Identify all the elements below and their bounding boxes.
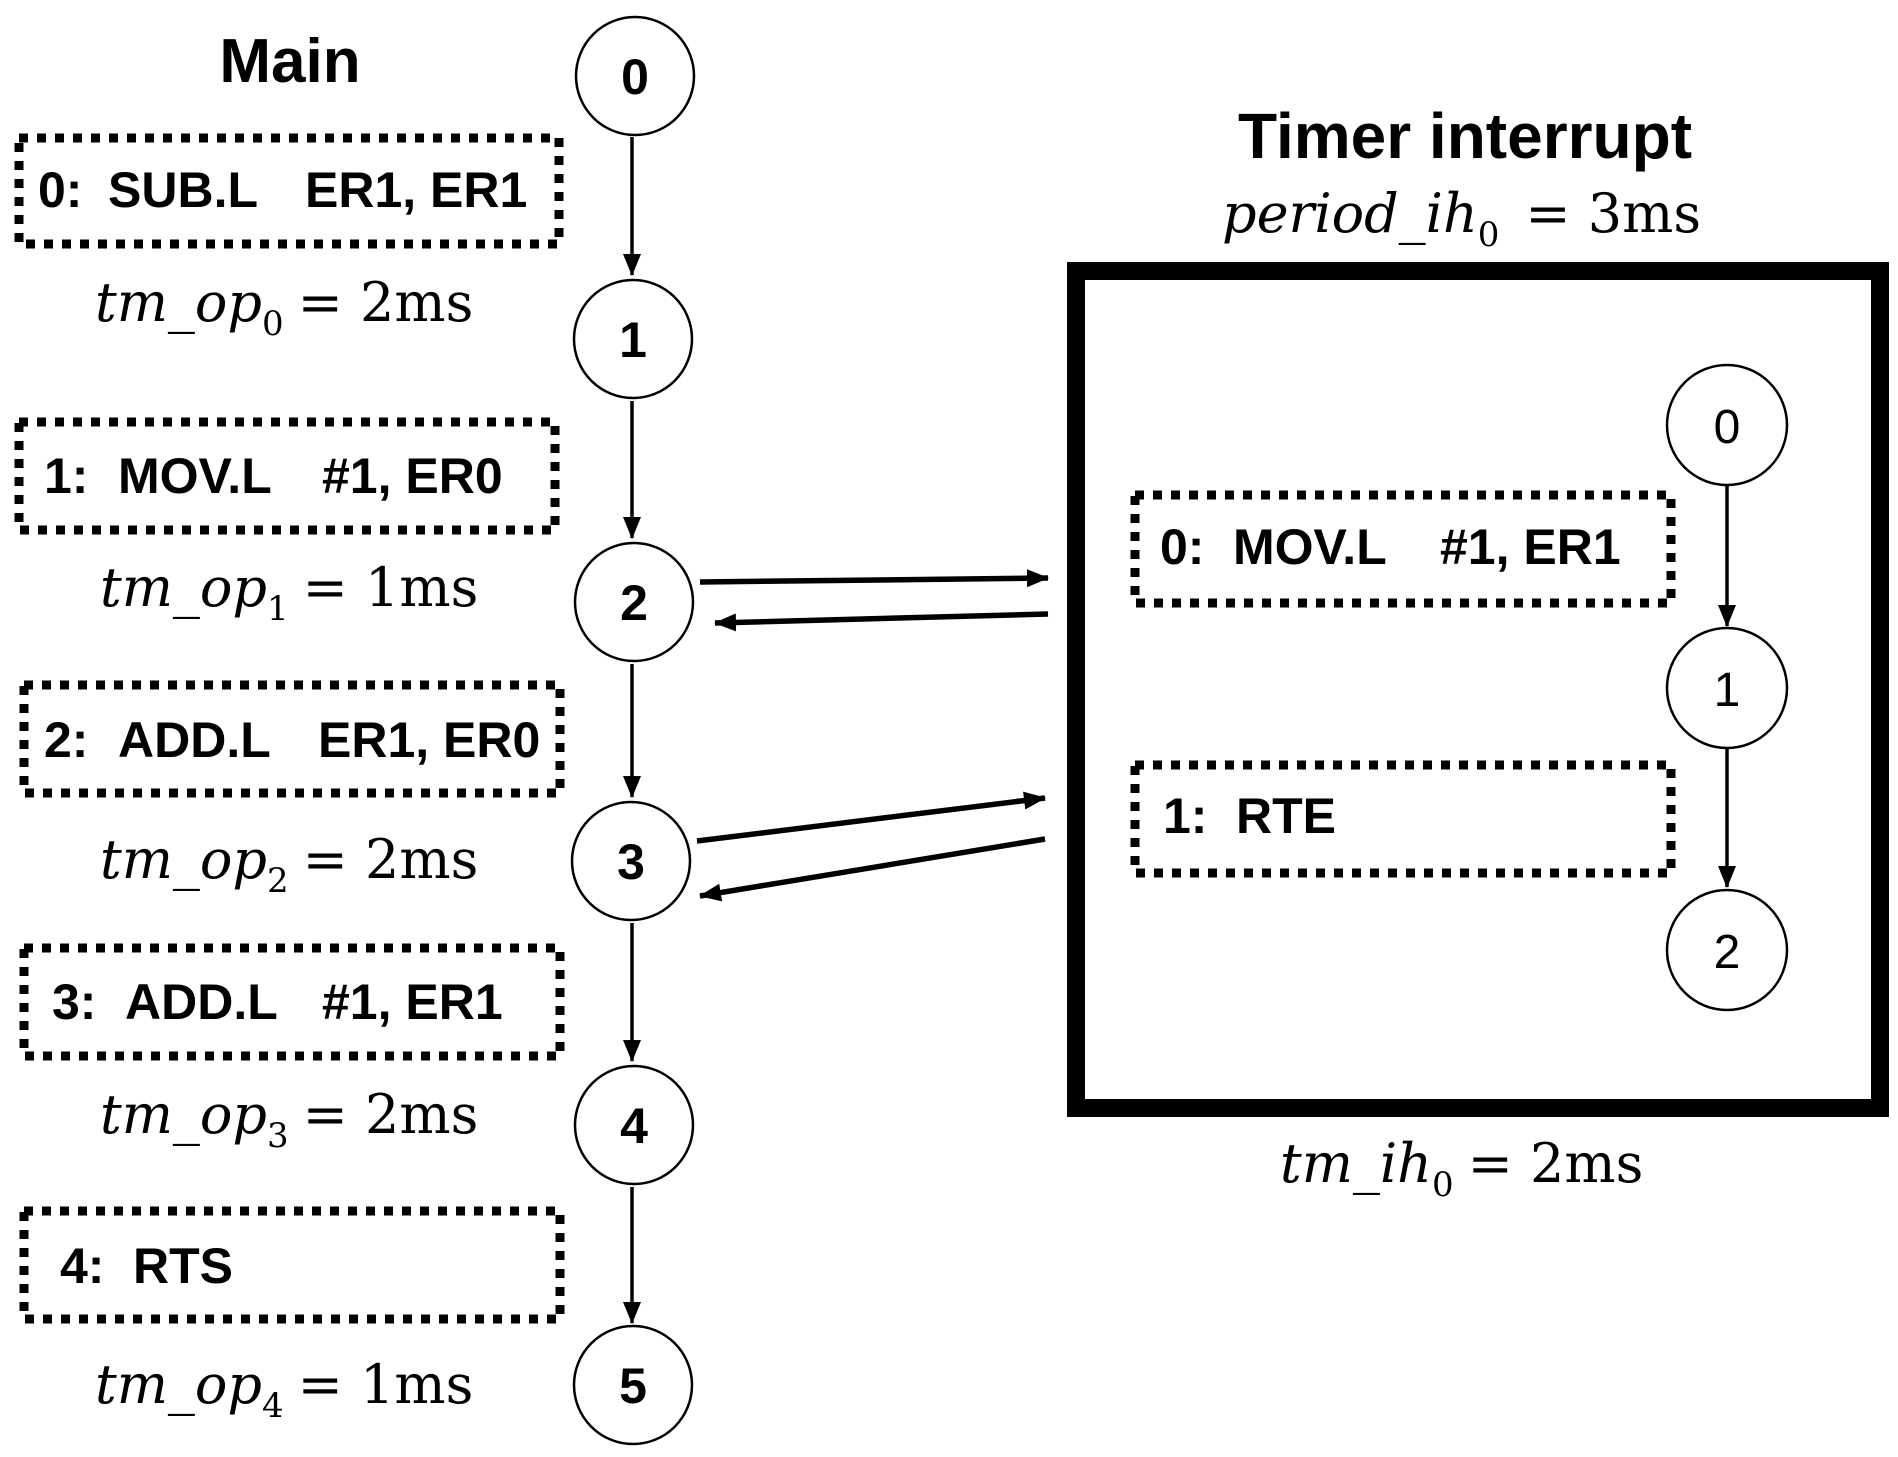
timing-value: = 2ms — [303, 1083, 479, 1146]
main-timing-0: tm_op0 = 2ms — [95, 271, 473, 344]
instruction-index: 2: — [44, 712, 88, 768]
svg-text:tm_op4= 1ms: tm_op4 = 1ms — [95, 1353, 473, 1426]
timing-subscript: 2 — [267, 861, 289, 901]
instruction-opcode: MOV.L — [1233, 519, 1386, 575]
instruction-index: 4: — [60, 1238, 104, 1294]
timing-subscript: 0 — [262, 304, 284, 344]
instruction-index: 3: — [52, 974, 96, 1030]
main-node-3-label: 3 — [617, 834, 645, 890]
main-title: Main — [219, 27, 360, 96]
instruction-opcode: ADD.L — [125, 974, 277, 1030]
instruction-opcode: ADD.L — [118, 712, 270, 768]
timing-value: = 2ms — [298, 271, 474, 334]
svg-text:1: MOV.L #1, ER0: 1: MOV.L #1, ER0 — [44, 448, 503, 504]
main-timing-4: tm_op4 = 1ms — [95, 1353, 473, 1426]
svg-text:period_ih0= 3ms: period_ih0 = 3ms — [1222, 182, 1701, 255]
interrupt-call-arrow-2 — [699, 569, 1049, 588]
main-node-0: 0 — [574, 15, 696, 137]
svg-text:tm_op3= 2ms: tm_op3 = 2ms — [100, 1083, 478, 1156]
timing-name: tm_ih — [1280, 1132, 1432, 1195]
timing-subscript: 0 — [1432, 1165, 1454, 1205]
instruction-index: 0: — [38, 162, 82, 218]
main-node-1-label: 1 — [619, 312, 647, 368]
timing-subscript: 4 — [262, 1386, 284, 1426]
timing-name: tm_op — [95, 271, 262, 334]
instruction-index: 1: — [1163, 788, 1207, 844]
svg-text:tm_op2= 2ms: tm_op2 = 2ms — [100, 828, 478, 901]
main-node-5-label: 5 — [619, 1358, 647, 1414]
main-timing-1: tm_op1 = 1ms — [100, 556, 478, 629]
instruction-index: 1: — [44, 448, 88, 504]
main-instruction-1: 1: MOV.L #1, ER0 — [14, 417, 560, 535]
svg-text:0: SUB.L ER1, ER1: 0: SUB.L ER1, ER1 — [38, 162, 527, 218]
interrupt-call-arrow-3 — [696, 791, 1046, 844]
svg-text:tm_op1= 1ms: tm_op1 = 1ms — [100, 556, 478, 629]
interrupt-arrows — [696, 569, 1049, 902]
interrupt-node-1-label: 1 — [1714, 664, 1741, 717]
instruction-operands: ER1, ER1 — [305, 162, 527, 218]
svg-text:tm_op0= 2ms: tm_op0 = 2ms — [95, 271, 473, 344]
svg-text:3: ADD.L #1, ER1: 3: ADD.L #1, ER1 — [52, 974, 503, 1030]
main-node-2-label: 2 — [620, 575, 648, 631]
interrupt-timing: tm_ih0 = 2ms — [1280, 1132, 1643, 1205]
period-value: = 3ms — [1525, 182, 1701, 245]
instruction-index: 0: — [1160, 519, 1204, 575]
timing-subscript: 1 — [267, 589, 289, 629]
instruction-operands: ER1, ER0 — [318, 712, 540, 768]
timing-value: = 2ms — [1468, 1132, 1644, 1195]
instruction-opcode: RTE — [1236, 788, 1336, 844]
timing-name: tm_op — [100, 828, 267, 891]
instruction-operands: #1, ER0 — [322, 448, 503, 504]
svg-text:tm_ih0= 2ms: tm_ih0 = 2ms — [1280, 1132, 1643, 1205]
main-node-4-label: 4 — [620, 1098, 648, 1154]
interrupt-instruction-1: 1: RTE — [1130, 760, 1676, 878]
instruction-opcode: MOV.L — [118, 448, 271, 504]
period-name: period_ih — [1222, 182, 1478, 245]
main-instruction-4: 4: RTS — [19, 1206, 565, 1324]
interrupt-return-arrow-3 — [699, 836, 1046, 902]
timing-subscript: 3 — [267, 1116, 289, 1156]
instruction-opcode: RTS — [133, 1238, 233, 1294]
main-node-4: 4 — [573, 1064, 695, 1186]
main-instruction-2: 2: ADD.L ER1, ER0 — [19, 680, 565, 798]
interrupt-node-0: 0 — [1665, 363, 1789, 487]
svg-text:0: MOV.L #1, ER1: 0: MOV.L #1, ER1 — [1160, 519, 1621, 575]
svg-text:1: RTE: 1: RTE — [1163, 788, 1336, 844]
interrupt-node-2: 2 — [1665, 888, 1789, 1012]
interrupt-instruction-0: 0: MOV.L #1, ER1 — [1130, 490, 1676, 608]
timing-value: = 2ms — [303, 828, 479, 891]
interrupt-return-arrow-2 — [714, 611, 1049, 632]
main-instruction-0: 0: SUB.L ER1, ER1 — [14, 133, 564, 249]
instruction-operands: #1, ER1 — [1440, 519, 1621, 575]
main-instruction-3: 3: ADD.L #1, ER1 — [19, 943, 565, 1061]
main-node-1: 1 — [572, 278, 694, 400]
interrupt-node-0-label: 0 — [1714, 401, 1741, 454]
svg-text:4: RTS: 4: RTS — [60, 1238, 233, 1294]
timing-value: = 1ms — [298, 1353, 474, 1416]
main-node-0-label: 0 — [621, 49, 649, 105]
main-timing-2: tm_op2 = 2ms — [100, 828, 478, 901]
period-subscript: 0 — [1478, 215, 1500, 255]
main-node-2: 2 — [573, 541, 695, 663]
svg-text:2: ADD.L ER1, ER0: 2: ADD.L ER1, ER0 — [44, 712, 540, 768]
main-node-5: 5 — [572, 1324, 694, 1446]
interrupt-period: period_ih0 = 3ms — [1222, 182, 1701, 255]
timing-name: tm_op — [100, 556, 267, 619]
main-node-3: 3 — [570, 800, 692, 922]
timing-name: tm_op — [100, 1083, 267, 1146]
interrupt-handler-frame — [1067, 262, 1889, 1117]
timing-value: = 1ms — [303, 556, 479, 619]
instruction-opcode: SUB.L — [108, 162, 257, 218]
main-timing-3: tm_op3 = 2ms — [100, 1083, 478, 1156]
interrupt-node-1: 1 — [1665, 626, 1789, 750]
timing-name: tm_op — [95, 1353, 262, 1416]
interrupt-title: Timer interrupt — [1238, 100, 1692, 172]
interrupt-node-2-label: 2 — [1714, 926, 1741, 979]
instruction-operands: #1, ER1 — [322, 974, 503, 1030]
